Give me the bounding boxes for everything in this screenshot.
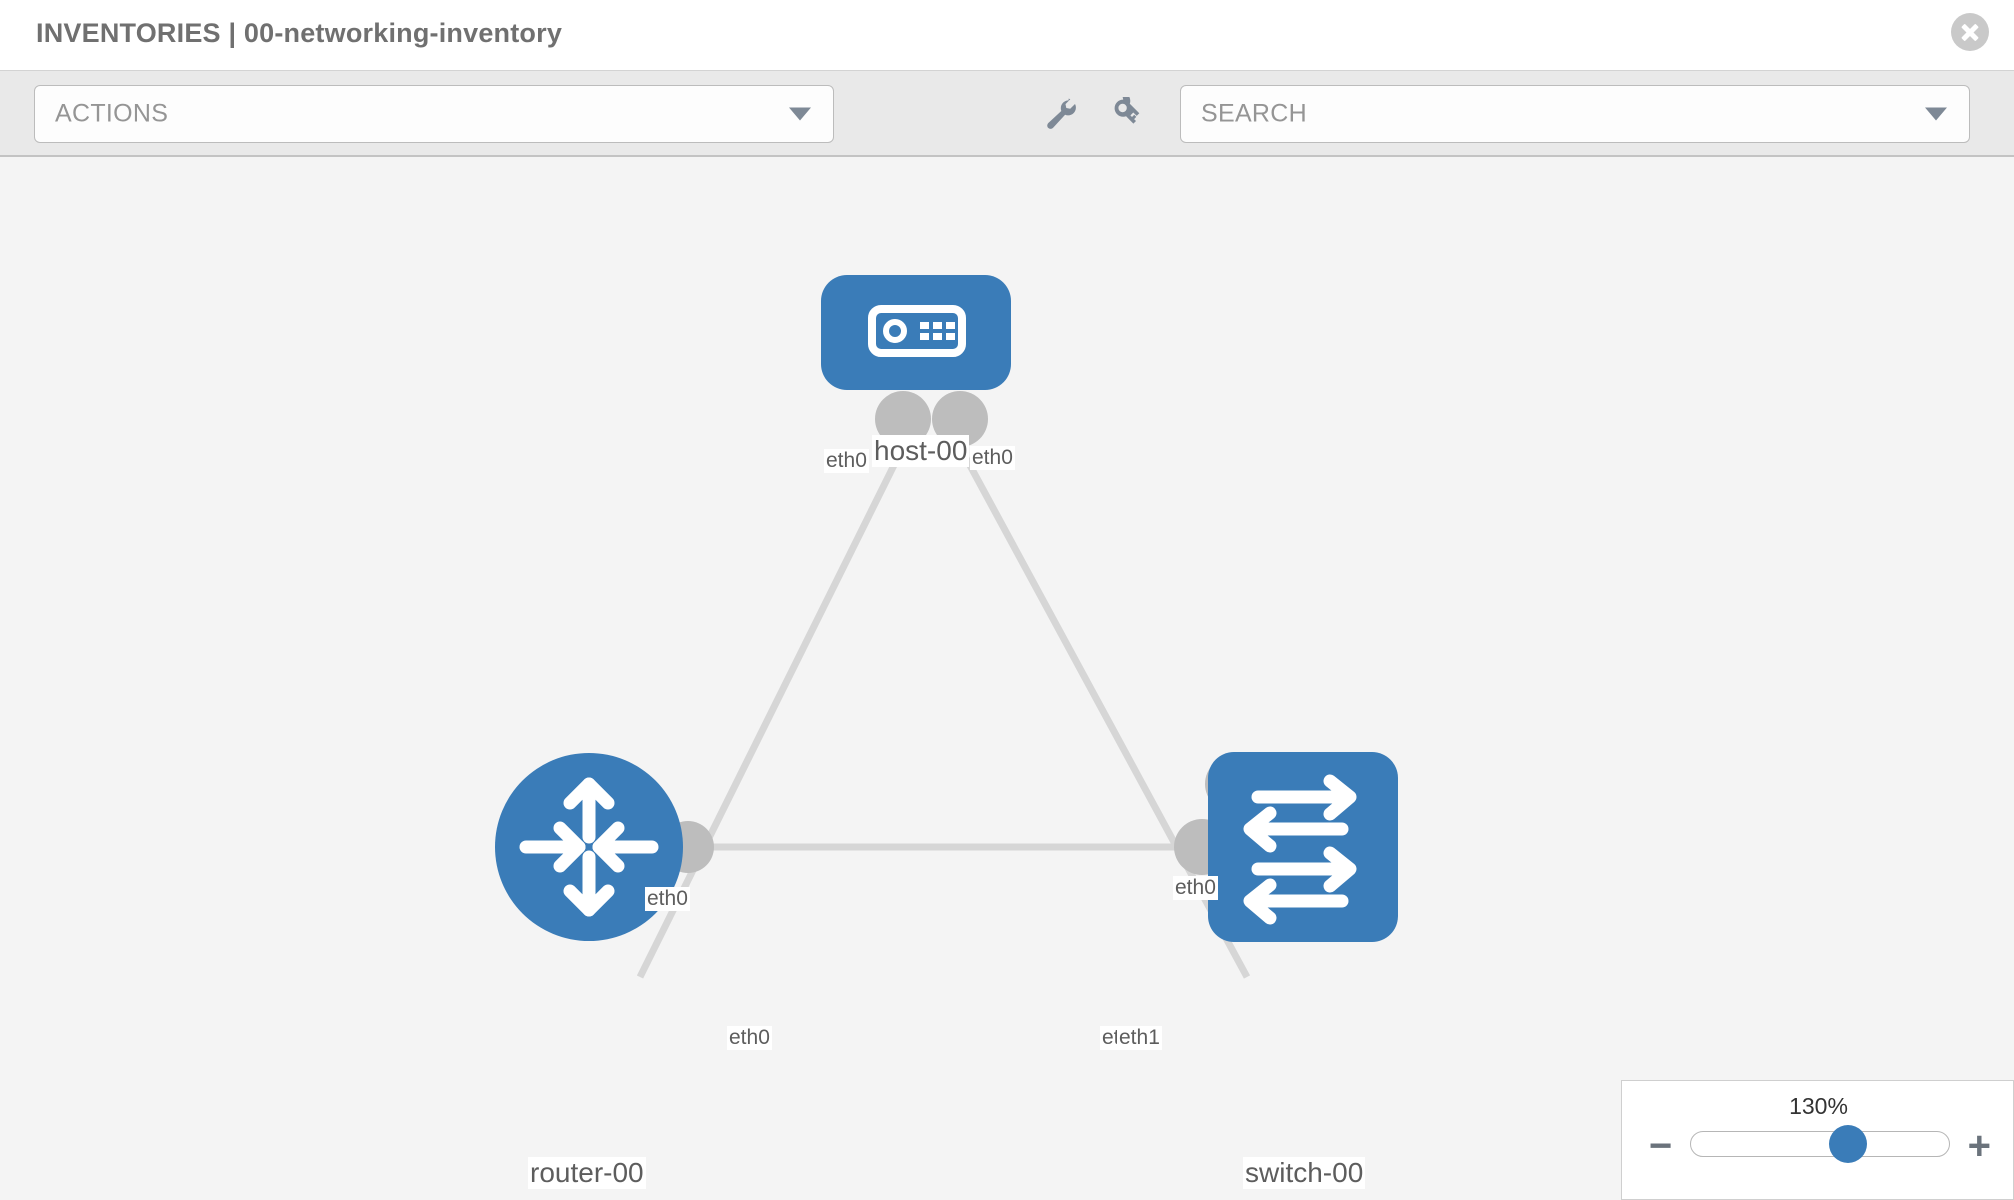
page-header: INVENTORIES | 00-networking-inventory xyxy=(0,0,2014,70)
port-host-right[interactable] xyxy=(932,391,988,447)
iface-label-switch-left: eth1 xyxy=(1117,1026,1162,1051)
node-router-00[interactable] xyxy=(495,753,683,941)
topology-graph[interactable] xyxy=(0,157,2014,1200)
search-dropdown[interactable]: SEARCH xyxy=(1180,85,1970,143)
link-layer xyxy=(636,445,1251,979)
iface-label-router-up: eth0 xyxy=(645,887,690,912)
zoom-control-panel: 130% − + xyxy=(1621,1080,2014,1200)
actions-dropdown-label: ACTIONS xyxy=(55,99,169,128)
search-input[interactable]: SEARCH xyxy=(1201,99,1307,128)
wrench-icon[interactable] xyxy=(1043,97,1079,133)
actions-dropdown[interactable]: ACTIONS xyxy=(34,85,834,143)
close-icon[interactable] xyxy=(1951,13,1989,51)
topology-canvas[interactable]: host-00 router-00 switch-00 eth0 eth0 et… xyxy=(0,157,2014,1200)
page-title: INVENTORIES | 00-networking-inventory xyxy=(36,18,563,48)
iface-label-switch-up: eth0 xyxy=(1173,876,1218,901)
iface-label-router-right: eth0 xyxy=(727,1026,772,1051)
router-arrows-icon xyxy=(519,777,659,917)
node-label-switch-00: switch-00 xyxy=(1243,1157,1366,1190)
zoom-level-value: 130% xyxy=(1789,1093,1848,1119)
iface-label-host-right: eth0 xyxy=(970,446,1015,471)
key-icon[interactable] xyxy=(1110,92,1146,133)
toolbar: ACTIONS SEARCH xyxy=(0,70,2014,157)
switch-arrows-icon xyxy=(1243,774,1357,925)
chevron-down-icon xyxy=(1925,107,1947,121)
node-host-00[interactable] xyxy=(821,275,1011,390)
port-host-left[interactable] xyxy=(875,391,931,447)
zoom-out-button[interactable]: − xyxy=(1649,1124,1673,1168)
node-switch-00[interactable] xyxy=(1208,752,1398,942)
zoom-in-button[interactable]: + xyxy=(1967,1124,1991,1168)
zoom-slider-track[interactable] xyxy=(1690,1125,1950,1163)
server-device-icon xyxy=(868,305,966,357)
zoom-slider-thumb[interactable] xyxy=(1829,1125,1867,1163)
node-label-host-00: host-00 xyxy=(872,435,970,468)
iface-label-host-left: eth0 xyxy=(824,449,869,474)
chevron-down-icon xyxy=(789,107,811,121)
node-label-router-00: router-00 xyxy=(528,1157,646,1190)
